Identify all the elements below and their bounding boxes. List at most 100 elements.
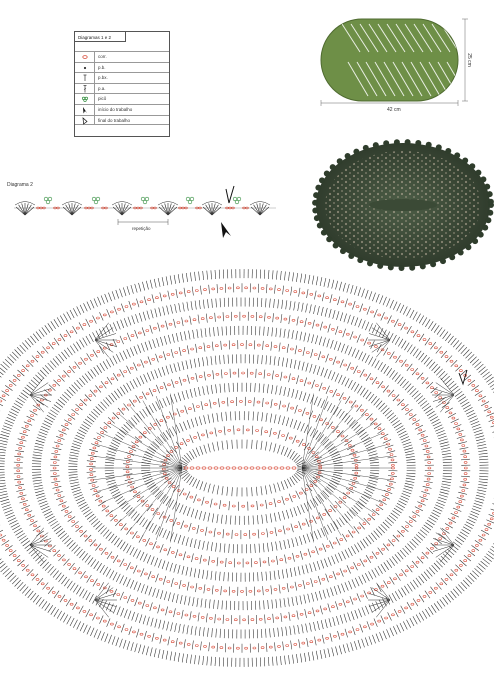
stitch-line: [435, 532, 455, 546]
stitch-line: [387, 475, 397, 477]
chain-stitch: [416, 334, 421, 337]
stitch-line: [189, 315, 192, 325]
chain-stitch: [103, 619, 107, 623]
stitch-line: [50, 520, 58, 527]
chain-stitch: [380, 584, 385, 588]
stitch-line: [458, 584, 465, 592]
stitch-line: [45, 513, 54, 519]
chain-stitch: [456, 505, 461, 509]
stitch-line: [1, 501, 10, 505]
stitch-line: [476, 441, 486, 444]
chain-stitch: [211, 559, 215, 563]
chain-stitch: [188, 407, 192, 411]
stitch-line: [186, 301, 189, 311]
stitch-line: [139, 551, 145, 561]
stitch-line: [119, 335, 124, 345]
chain-stitch: [138, 435, 143, 439]
radial-line: [102, 467, 183, 503]
stitch-line: [74, 494, 83, 499]
stitch-line: [357, 385, 363, 394]
stitch-line: [51, 480, 61, 483]
chain-stitch: [386, 442, 390, 446]
chain-stitch: [140, 499, 145, 503]
chain-stitch: [24, 424, 29, 428]
stitch-line: [252, 515, 254, 525]
stitch-line: [2, 428, 11, 432]
stitch-line: [112, 572, 118, 581]
stitch-line: [224, 383, 226, 393]
chain-stitch: [339, 538, 344, 541]
chain-stitch: [166, 580, 171, 583]
stitch-line: [198, 540, 201, 549]
stitch-line: [171, 379, 175, 388]
chain-stitch: [260, 287, 265, 290]
chain-stitch: [103, 586, 107, 590]
stitch-line: [115, 496, 124, 502]
stitch-line: [440, 444, 450, 448]
stitch-line: [474, 361, 482, 368]
mat-stripe: [359, 23, 379, 53]
chain-stitch: [249, 371, 254, 375]
chain-stitch: [116, 593, 121, 596]
stitch-line: [322, 589, 326, 599]
stitch-line: [106, 453, 116, 457]
stitch-line: [204, 328, 207, 338]
stitch-line: [172, 517, 177, 527]
stitch-line: [387, 612, 392, 621]
doily-picot: [357, 257, 364, 264]
chain-stitch: [174, 381, 179, 384]
stitch-line: [137, 582, 142, 592]
stitch-line: [257, 515, 259, 525]
stitch-line: [89, 539, 97, 547]
stitch-line: [119, 500, 127, 507]
stitch-line: [285, 568, 289, 578]
picot-loop: [187, 199, 193, 205]
stitch-line: [123, 463, 133, 465]
stitch-line: [111, 636, 116, 645]
stitch-line: [311, 592, 314, 602]
chain-stitch: [375, 381, 380, 385]
stitch-line: [32, 525, 41, 532]
stitch-line: [82, 337, 88, 346]
stitch-line: [294, 404, 298, 414]
stitch-line: [441, 483, 451, 486]
stitch-line: [139, 517, 145, 526]
stitch-line: [265, 485, 268, 495]
stitch-line: [68, 463, 78, 465]
stitch-line: [201, 496, 205, 506]
chain-stitch: [369, 417, 374, 421]
stitch-line: [480, 401, 490, 407]
stitch-line: [358, 351, 363, 360]
stitch-line: [313, 530, 318, 540]
stitch-line: [183, 454, 191, 462]
stitch-line: [269, 355, 272, 365]
stitch-line: [50, 409, 58, 416]
chain-stitch: [430, 546, 434, 550]
stitch-line: [102, 600, 107, 609]
stitch-line: [223, 572, 225, 582]
chain-stitch: [331, 426, 335, 429]
mat-stripe: [413, 23, 433, 53]
stitch-line: [398, 500, 407, 506]
stitch-line: [120, 523, 127, 531]
chain-stitch: [211, 645, 215, 649]
chain-stitch: [264, 430, 269, 434]
stitch-line: [442, 475, 452, 478]
stitch-line: [221, 514, 223, 524]
chain-stitch: [461, 444, 466, 447]
chain-stitch: [147, 298, 151, 302]
chain-stitch: [240, 590, 244, 593]
stitch-line: [469, 513, 479, 518]
stitch-line: [71, 544, 79, 552]
stitch-line: [486, 553, 494, 560]
stitch-line: [379, 632, 384, 641]
stitch-line: [207, 443, 211, 453]
stitch-line: [335, 601, 339, 610]
stitch-line: [12, 577, 19, 585]
chain-stitch: [362, 522, 367, 525]
stitch-line: [136, 298, 140, 308]
stitch-line: [104, 293, 109, 303]
stitch-line: [400, 605, 406, 614]
stitch-line: [194, 271, 196, 281]
stitch-line: [400, 436, 410, 441]
